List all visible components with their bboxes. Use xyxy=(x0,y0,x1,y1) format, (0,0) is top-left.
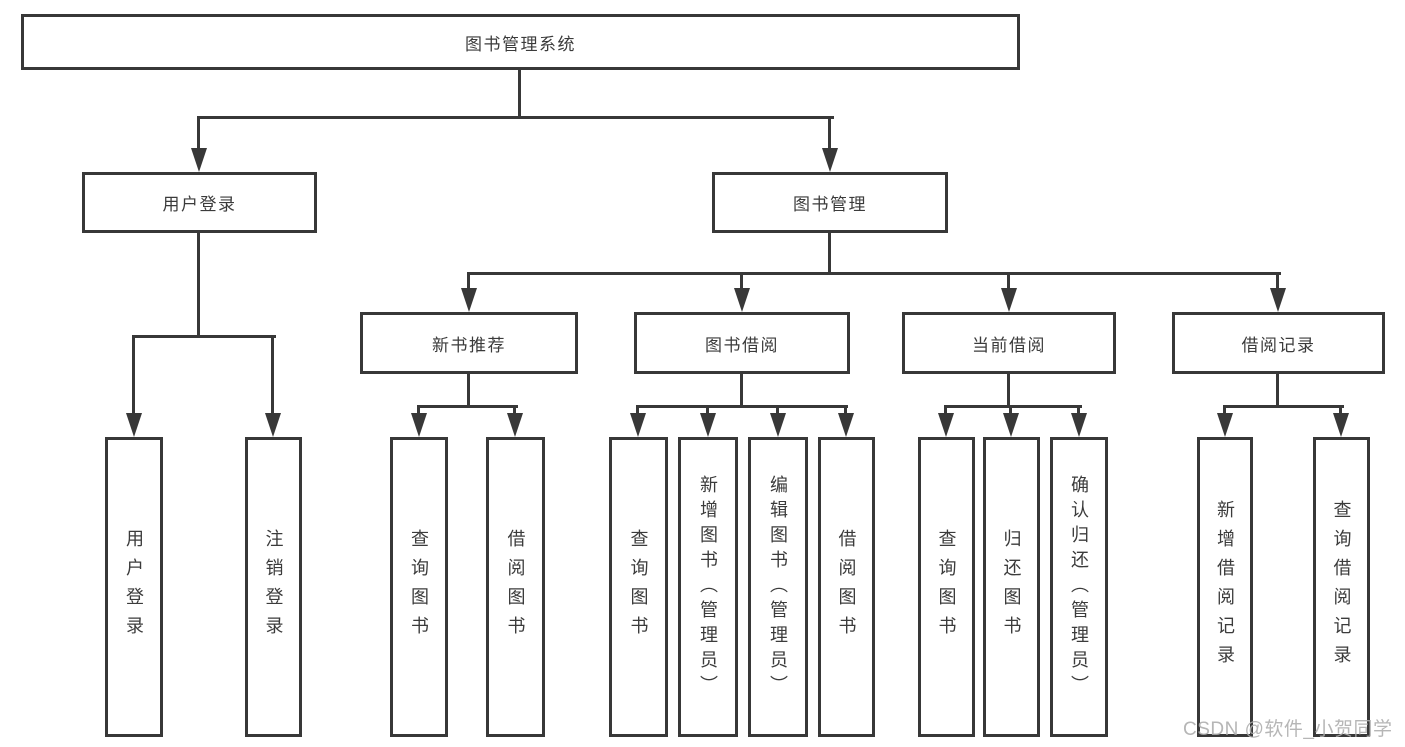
connector-new-book-recommend-stem xyxy=(467,374,470,408)
arrow-down-icon xyxy=(461,288,477,312)
watermark: CSDN @软件_小贺同学 xyxy=(1183,719,1393,740)
connector-drop xyxy=(513,405,516,413)
arrow-down-icon xyxy=(1333,413,1349,437)
connector-drop xyxy=(197,116,200,148)
connector-drop xyxy=(1339,405,1342,413)
leaf-cb-confirm-return-admin: 确认归还（管理员） xyxy=(1050,437,1108,737)
connector-drop xyxy=(271,335,274,413)
arrow-down-icon xyxy=(734,288,750,312)
connector-book-management-stem xyxy=(828,233,831,275)
connector-drop xyxy=(636,405,639,413)
leaf-bb-add-books-admin: 新增图书（管理员） xyxy=(678,437,738,737)
leaf-rec-query-books: 查询图书 xyxy=(390,437,448,737)
connector-branch-current-borrow xyxy=(944,405,1082,408)
node-current-borrow: 当前借阅 xyxy=(902,312,1116,374)
node-user-login: 用户登录 xyxy=(82,172,317,233)
node-current-borrow-label: 当前借阅 xyxy=(972,335,1046,355)
connector-drop xyxy=(828,116,831,148)
leaf-br-query-record: 查询借阅记录 xyxy=(1313,437,1370,737)
node-book-borrow-label: 图书借阅 xyxy=(705,335,779,355)
connector-drop xyxy=(1077,405,1080,413)
leaf-bb-edit-books-admin: 编辑图书（管理员） xyxy=(748,437,808,737)
leaf-cb-query-books: 查询图书 xyxy=(918,437,975,737)
node-borrow-records-label: 借阅记录 xyxy=(1241,335,1316,355)
arrow-down-icon xyxy=(411,413,427,437)
leaf-label: 查询借阅记录 xyxy=(1331,500,1352,674)
connector-branch-book-borrow xyxy=(636,405,848,408)
leaf-cb-return-books: 归还图书 xyxy=(983,437,1040,737)
leaf-rec-borrow-books: 借阅图书 xyxy=(486,437,545,737)
node-root: 图书管理系统 xyxy=(21,14,1020,70)
arrow-down-icon xyxy=(1071,413,1087,437)
arrow-down-icon xyxy=(1217,413,1233,437)
node-book-management-label: 图书管理 xyxy=(793,195,867,214)
connector-borrow-records-stem xyxy=(1276,374,1279,408)
connector-branch-new-book-recommend xyxy=(417,405,518,408)
node-new-book-recommend: 新书推荐 xyxy=(360,312,578,374)
leaf-user-login: 用户登录 xyxy=(105,437,163,737)
connector-drop xyxy=(132,335,135,413)
connector-drop xyxy=(776,405,779,413)
leaf-label: 查询图书 xyxy=(936,529,957,645)
arrow-down-icon xyxy=(770,413,786,437)
leaf-label: 借阅图书 xyxy=(505,529,526,645)
leaf-logout-login: 注销登录 xyxy=(245,437,302,737)
leaf-label: 查询图书 xyxy=(409,529,429,645)
leaf-label: 确认归还（管理员） xyxy=(1069,474,1089,700)
connector-current-borrow-stem xyxy=(1007,374,1010,408)
arrow-down-icon xyxy=(822,148,838,172)
connector-drop xyxy=(740,272,743,288)
node-book-borrow: 图书借阅 xyxy=(634,312,850,374)
connector-drop xyxy=(417,405,420,413)
connector-drop xyxy=(1276,272,1279,288)
arrow-down-icon xyxy=(630,413,646,437)
arrow-down-icon xyxy=(1270,288,1286,312)
leaf-label: 新增借阅记录 xyxy=(1215,500,1235,674)
connector-branch-book-management xyxy=(467,272,1281,275)
leaf-label: 注销登录 xyxy=(263,529,284,645)
leaf-label: 编辑图书（管理员） xyxy=(768,474,788,700)
leaf-bb-borrow-books: 借阅图书 xyxy=(818,437,875,737)
leaf-label: 查询图书 xyxy=(628,529,649,645)
connector-drop xyxy=(1223,405,1226,413)
arrow-down-icon xyxy=(1003,413,1019,437)
leaf-label: 用户登录 xyxy=(124,529,144,645)
node-book-management: 图书管理 xyxy=(712,172,948,233)
arrow-down-icon xyxy=(938,413,954,437)
connector-drop xyxy=(944,405,947,413)
connector-branch-borrow-records xyxy=(1223,405,1344,408)
arrow-down-icon xyxy=(838,413,854,437)
connector-drop xyxy=(467,272,470,288)
connector-root-stem xyxy=(518,69,521,119)
leaf-br-add-record: 新增借阅记录 xyxy=(1197,437,1253,737)
leaf-label: 归还图书 xyxy=(1001,529,1022,645)
node-new-book-recommend-label: 新书推荐 xyxy=(432,335,506,355)
connector-drop xyxy=(1009,405,1012,413)
node-user-login-label: 用户登录 xyxy=(162,195,237,214)
arrow-down-icon xyxy=(700,413,716,437)
connector-drop xyxy=(706,405,709,413)
arrow-down-icon xyxy=(126,413,142,437)
connector-drop xyxy=(1007,272,1010,288)
node-root-label: 图书管理系统 xyxy=(465,34,576,54)
arrow-down-icon xyxy=(265,413,281,437)
connector-branch-user-login xyxy=(132,335,276,338)
connector-book-borrow-stem xyxy=(740,374,743,408)
connector-user-login-stem xyxy=(197,233,200,338)
connector-branch-level1 xyxy=(197,116,834,119)
leaf-label: 借阅图书 xyxy=(836,529,857,645)
leaf-label: 新增图书（管理员） xyxy=(698,474,718,700)
arrow-down-icon xyxy=(191,148,207,172)
node-borrow-records: 借阅记录 xyxy=(1172,312,1385,374)
leaf-bb-query-books: 查询图书 xyxy=(609,437,668,737)
connector-drop xyxy=(844,405,847,413)
arrow-down-icon xyxy=(1001,288,1017,312)
arrow-down-icon xyxy=(507,413,523,437)
